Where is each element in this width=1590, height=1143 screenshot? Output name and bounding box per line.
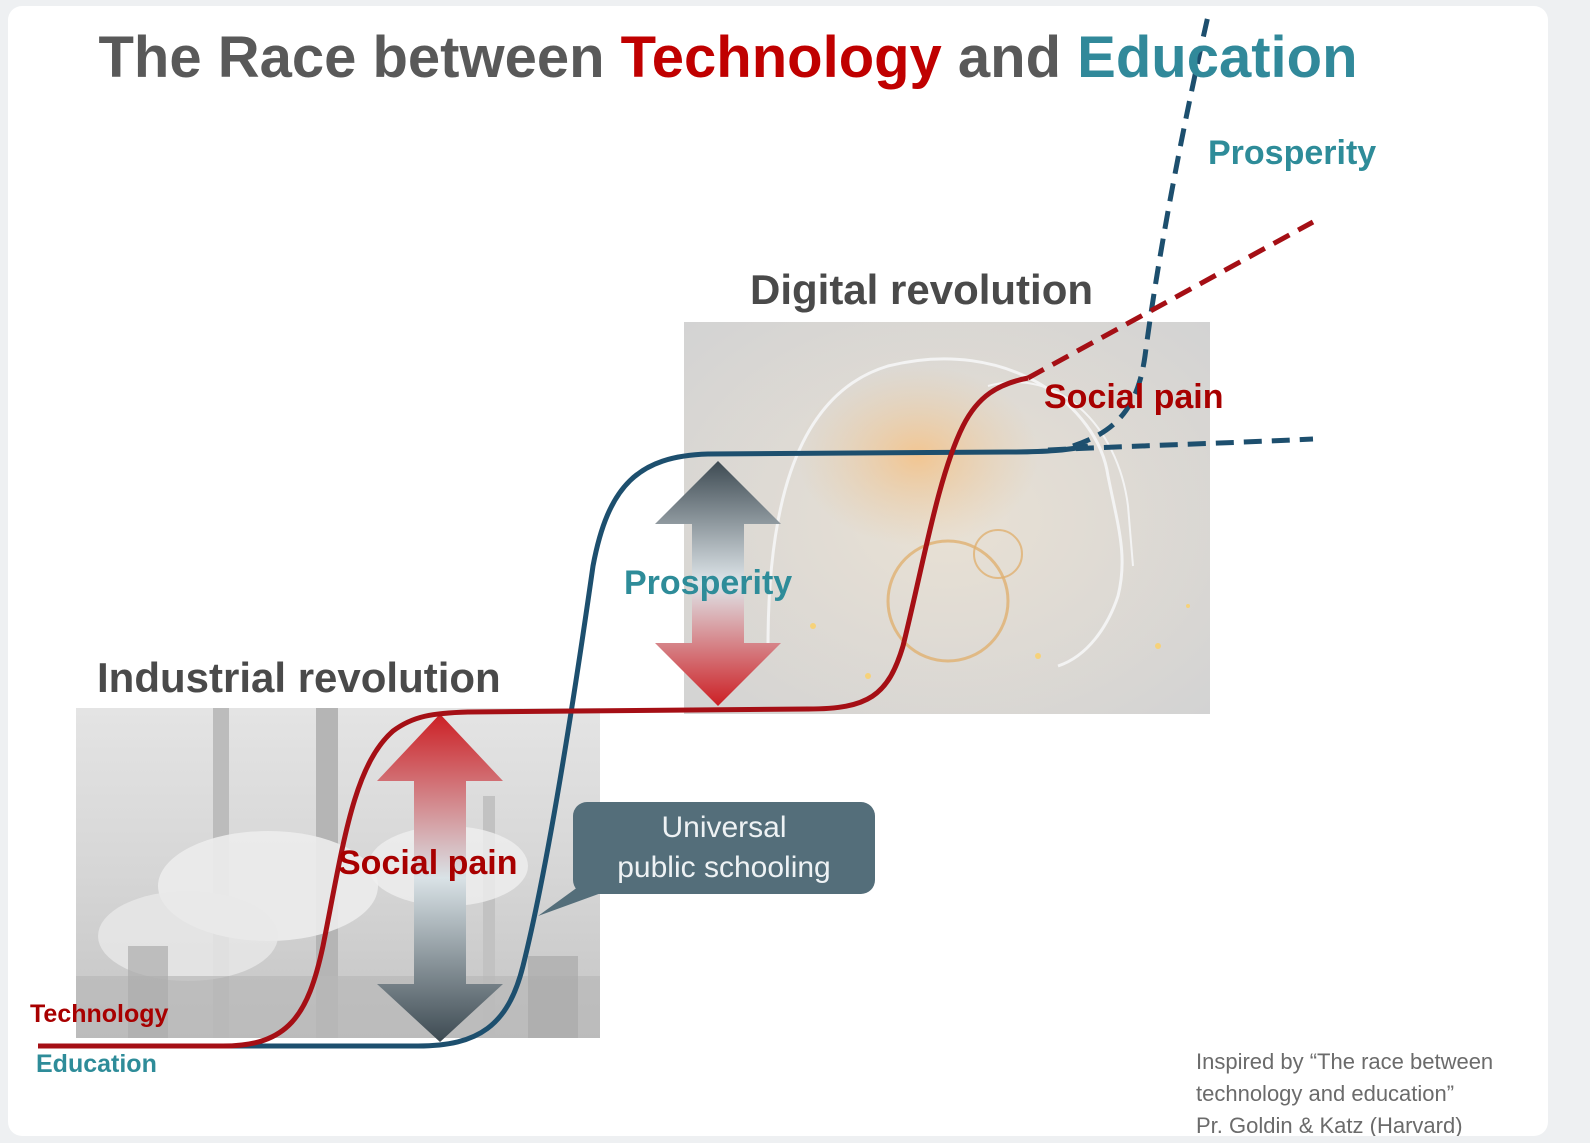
title-part2: and bbox=[941, 25, 1078, 90]
prosperity-mid-label: Prosperity bbox=[624, 564, 793, 602]
social-pain-digital-label: Social pain bbox=[1044, 378, 1224, 416]
education-dashed-flat bbox=[1047, 436, 1314, 453]
citation-line3: Pr. Goldin & Katz (Harvard) bbox=[1196, 1113, 1463, 1136]
callout-line1: Universal bbox=[661, 811, 787, 844]
page-title: The Race between Technology and Educatio… bbox=[8, 24, 1448, 91]
prosperity-top-label: Prosperity bbox=[1208, 134, 1377, 172]
industrial-gap-arrow bbox=[377, 714, 503, 1042]
social-pain-industrial-label: Social pain bbox=[338, 844, 518, 882]
diagram-canvas bbox=[38, 15, 1315, 1049]
industrial-image bbox=[76, 708, 600, 1038]
citation-line2: technology and education” bbox=[1196, 1081, 1455, 1106]
education-curve bbox=[38, 443, 1089, 1049]
digital-gap-arrow bbox=[655, 461, 781, 706]
callout-line2: public schooling bbox=[617, 851, 831, 884]
education-dashed-rise bbox=[1072, 15, 1211, 449]
education-label: Education bbox=[36, 1050, 157, 1078]
citation-note: Inspired by “The race between technology… bbox=[1196, 1046, 1493, 1136]
universal-schooling-callout: Universal public schooling bbox=[573, 802, 875, 894]
technology-curve bbox=[38, 375, 1029, 1049]
diagram-card: The Race between Technology and Educatio… bbox=[8, 6, 1548, 1136]
digital-revolution-heading: Digital revolution bbox=[750, 266, 1094, 313]
citation-line1: Inspired by “The race between bbox=[1196, 1049, 1494, 1074]
title-technology: Technology bbox=[620, 25, 942, 90]
title-part1: The Race between bbox=[98, 25, 621, 90]
industrial-revolution-heading: Industrial revolution bbox=[97, 654, 501, 701]
title-education: Education bbox=[1077, 25, 1358, 90]
technology-label: Technology bbox=[30, 1000, 169, 1028]
